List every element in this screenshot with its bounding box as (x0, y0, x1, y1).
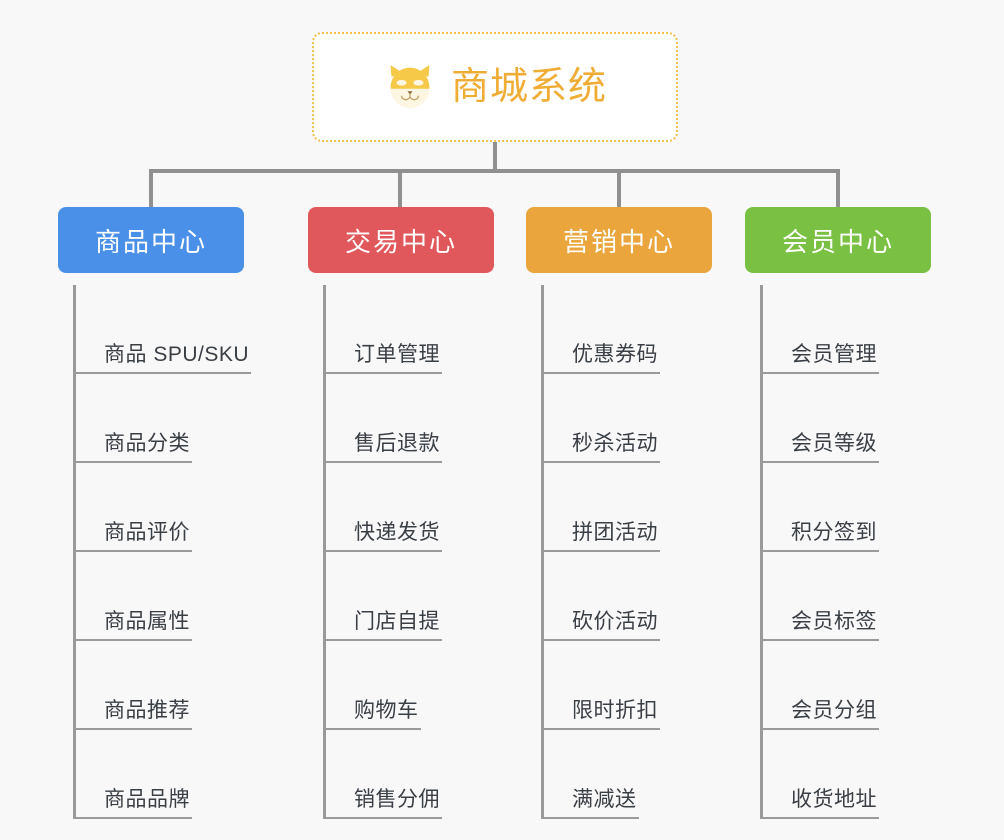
list-item-underline (763, 550, 879, 552)
list-item-label: 快递发货 (354, 521, 440, 544)
list-item-label: 收货地址 (791, 788, 877, 811)
list-item-label: 会员等级 (791, 432, 877, 455)
group-header-4[interactable]: 会员中心 (745, 207, 931, 273)
list-item[interactable]: 收货地址 (763, 730, 931, 819)
group-header-label: 营销中心 (562, 226, 675, 257)
list-item-underline (326, 372, 442, 374)
list-item[interactable]: 商品品牌 (76, 730, 244, 819)
list-item-underline (544, 639, 660, 641)
list-item-underline (763, 639, 879, 641)
list-item[interactable]: 商品属性 (76, 552, 244, 641)
list-item-underline (326, 817, 442, 819)
root-node-card[interactable]: 商城系统 (312, 32, 678, 142)
connector-drop-3 (617, 169, 621, 209)
list-item-underline (76, 550, 192, 552)
list-item[interactable]: 会员分组 (763, 641, 931, 730)
connector-drop-1 (149, 169, 153, 209)
list-item-underline (544, 728, 660, 730)
list-item-label: 商品品牌 (104, 788, 190, 811)
list-item-label: 砍价活动 (572, 610, 658, 633)
group-header-label: 商品中心 (94, 226, 207, 257)
list-item-label: 商品属性 (104, 610, 190, 633)
group-item-list-1: 商品 SPU/SKU 商品分类 商品评价 商品属性 商品推荐 商品品牌 (73, 285, 251, 819)
list-item-underline (326, 639, 442, 641)
list-item-underline (76, 461, 192, 463)
list-item-label: 商品 SPU/SKU (104, 343, 250, 366)
group-column-1: 商品中心 商品 SPU/SKU 商品分类 商品评价 商品属性 商品推荐 商品品牌 (58, 207, 251, 835)
list-item-label: 销售分佣 (354, 788, 440, 811)
list-item[interactable]: 售后退款 (326, 374, 494, 463)
list-item[interactable]: 商品 SPU/SKU (76, 285, 251, 374)
list-item-label: 秒杀活动 (572, 432, 658, 455)
list-item[interactable]: 购物车 (326, 641, 494, 730)
list-item-underline (544, 550, 660, 552)
group-header-label: 会员中心 (781, 226, 894, 257)
list-item[interactable]: 会员标签 (763, 552, 931, 641)
list-item-underline (544, 372, 660, 374)
list-item-underline (763, 817, 879, 819)
group-header-2[interactable]: 交易中心 (308, 207, 494, 273)
list-item-underline (763, 461, 879, 463)
group-header-1[interactable]: 商品中心 (58, 207, 244, 273)
connector-bus (150, 169, 840, 173)
list-item-label: 会员标签 (791, 610, 877, 633)
group-column-3: 营销中心 优惠券码 秒杀活动 拼团活动 砍价活动 限时折扣 满减送 (526, 207, 712, 835)
connector-stem (493, 142, 497, 172)
list-item-underline (326, 728, 421, 730)
list-item-underline (76, 639, 192, 641)
list-item[interactable]: 秒杀活动 (544, 374, 712, 463)
group-item-list-2: 订单管理 售后退款 快递发货 门店自提 购物车 销售分佣 (323, 285, 494, 819)
list-item[interactable]: 拼团活动 (544, 463, 712, 552)
list-item-label: 商品分类 (104, 432, 190, 455)
group-column-4: 会员中心 会员管理 会员等级 积分签到 会员标签 会员分组 收货地址 (745, 207, 931, 835)
group-header-label: 交易中心 (344, 226, 457, 257)
list-item[interactable]: 商品推荐 (76, 641, 244, 730)
list-item[interactable]: 订单管理 (326, 285, 494, 374)
list-item[interactable]: 满减送 (544, 730, 712, 819)
list-item-underline (76, 372, 251, 374)
list-item[interactable]: 门店自提 (326, 552, 494, 641)
list-item[interactable]: 快递发货 (326, 463, 494, 552)
group-item-list-4: 会员管理 会员等级 积分签到 会员标签 会员分组 收货地址 (760, 285, 931, 819)
list-item-label: 购物车 (354, 699, 419, 722)
list-item[interactable]: 砍价活动 (544, 552, 712, 641)
list-item-label: 限时折扣 (572, 699, 658, 722)
shiba-inu-icon (383, 60, 437, 114)
root-node-title: 商城系统 (450, 66, 607, 108)
list-item-label: 积分签到 (791, 521, 877, 544)
list-item-underline (76, 817, 192, 819)
list-item-label: 满减送 (572, 788, 637, 811)
list-item-underline (544, 461, 660, 463)
list-item-label: 优惠券码 (572, 343, 658, 366)
connector-drop-4 (836, 169, 840, 209)
list-item-underline (763, 728, 879, 730)
group-column-2: 交易中心 订单管理 售后退款 快递发货 门店自提 购物车 销售分佣 (308, 207, 494, 835)
list-item[interactable]: 优惠券码 (544, 285, 712, 374)
list-item-underline (76, 728, 192, 730)
group-header-3[interactable]: 营销中心 (526, 207, 712, 273)
list-item[interactable]: 销售分佣 (326, 730, 494, 819)
list-item-label: 会员分组 (791, 699, 877, 722)
list-item-label: 商品推荐 (104, 699, 190, 722)
list-item[interactable]: 会员管理 (763, 285, 931, 374)
list-item-label: 拼团活动 (572, 521, 658, 544)
list-item-underline (763, 372, 879, 374)
list-item[interactable]: 限时折扣 (544, 641, 712, 730)
list-item-label: 订单管理 (354, 343, 440, 366)
connector-drop-2 (398, 169, 402, 209)
list-item[interactable]: 商品分类 (76, 374, 244, 463)
group-item-list-3: 优惠券码 秒杀活动 拼团活动 砍价活动 限时折扣 满减送 (541, 285, 712, 819)
list-item[interactable]: 会员等级 (763, 374, 931, 463)
list-item-label: 售后退款 (354, 432, 440, 455)
list-item-label: 商品评价 (104, 521, 190, 544)
list-item-underline (326, 550, 442, 552)
list-item-underline (326, 461, 442, 463)
list-item-label: 会员管理 (791, 343, 877, 366)
list-item-label: 门店自提 (354, 610, 440, 633)
list-item[interactable]: 商品评价 (76, 463, 244, 552)
list-item[interactable]: 积分签到 (763, 463, 931, 552)
list-item-underline (544, 817, 639, 819)
